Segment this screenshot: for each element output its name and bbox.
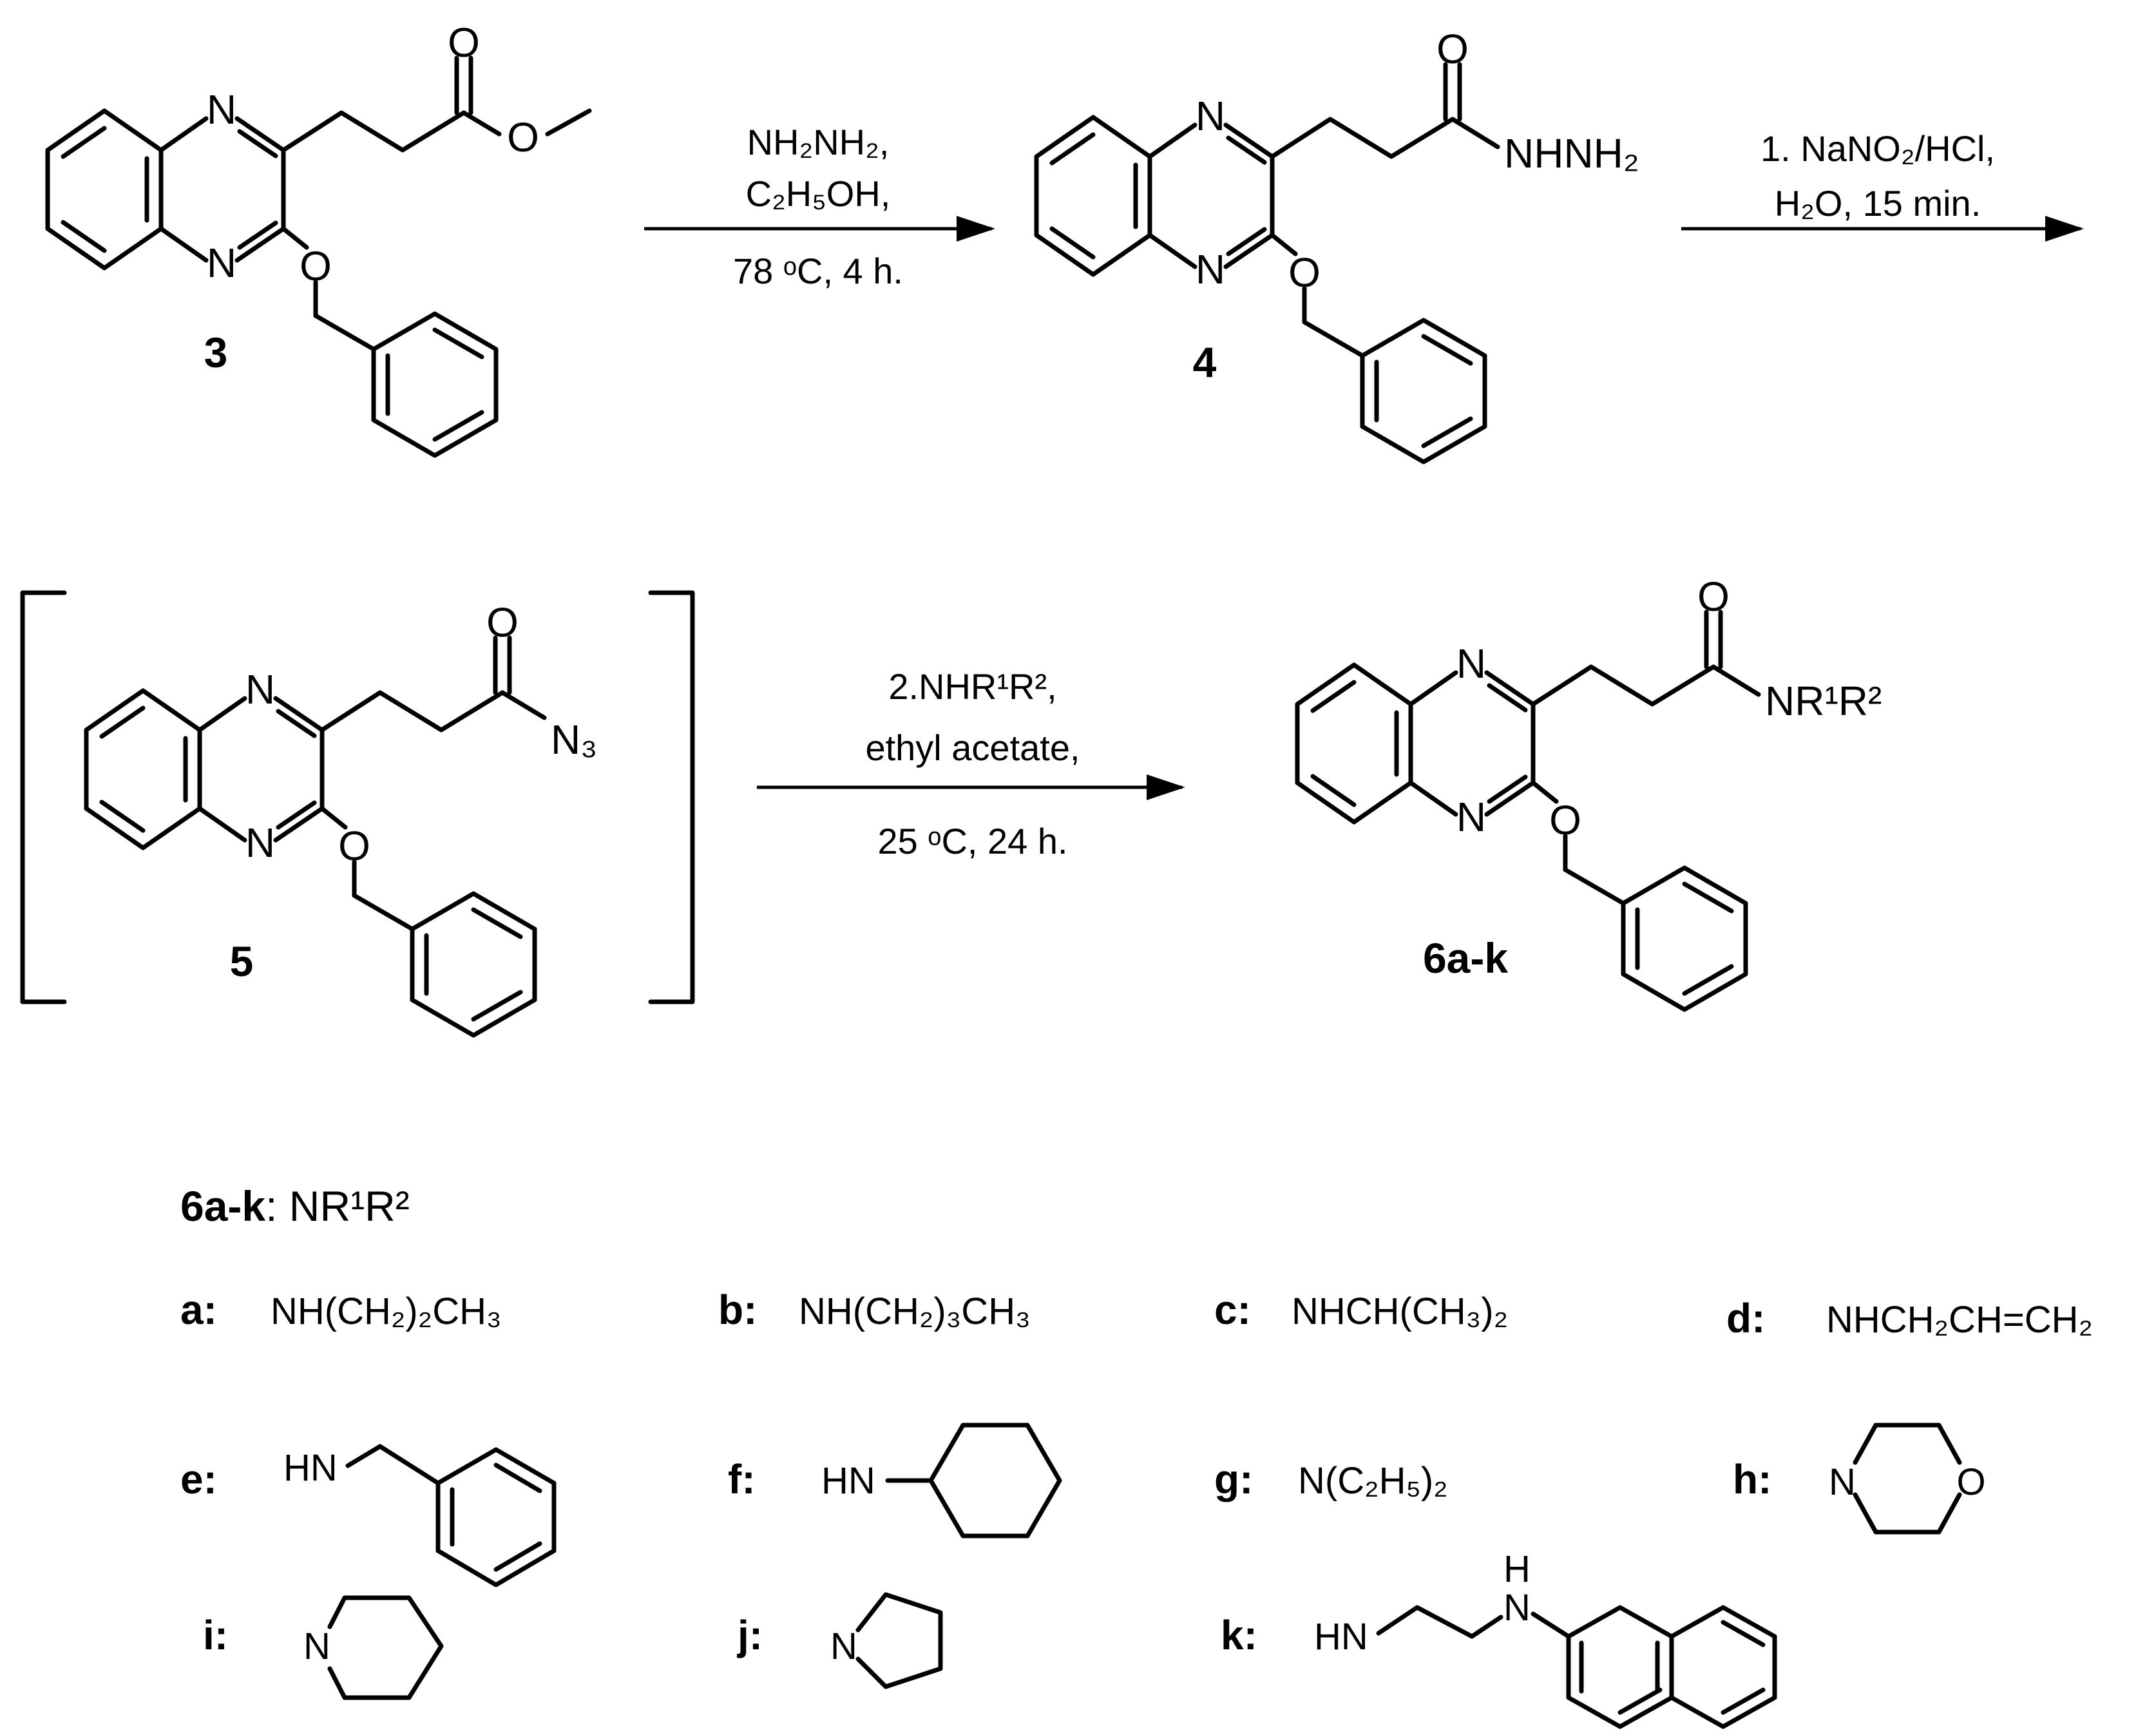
legend-formula-f: HN <box>821 1460 875 1502</box>
atom-o: O <box>448 19 480 66</box>
pyrrolidine-structure: N <box>830 1592 943 1689</box>
atom-n: N <box>207 86 236 133</box>
legend-formula-k: HN <box>1314 1616 1368 1658</box>
legend-key-e: e: <box>180 1456 217 1502</box>
compound-5-label: 5 <box>230 937 254 985</box>
atom-n: N <box>303 1625 330 1667</box>
amide-nr1r2-group: NR¹R² <box>1765 678 1882 724</box>
legend-title: 6a-k: NR¹R² <box>180 1182 410 1230</box>
atom-n: N <box>1196 93 1225 139</box>
step3-solvent: ethyl acetate, <box>865 727 1080 768</box>
left-bracket <box>20 590 67 1004</box>
step1-temperature-time: 78 ᵒC, 4 h. <box>733 251 903 291</box>
step1-reagent: NH₂NH₂, <box>747 122 890 162</box>
legend-formula-c: NHCH(CH₃)₂ <box>1292 1290 1508 1332</box>
legend-key-c: c: <box>1214 1287 1251 1333</box>
legend-key-g: g: <box>1214 1456 1253 1502</box>
step1-solvent: C₂H₅OH, <box>746 173 891 214</box>
compound-4-structure: N N O O NHNH₂ <box>1036 26 1639 462</box>
atom-o: O <box>1436 26 1469 72</box>
atom-o: O <box>1697 573 1730 620</box>
legend-key-b: b: <box>718 1287 757 1333</box>
atom-n: N <box>245 820 275 866</box>
compound-3-label: 3 <box>204 329 228 376</box>
legend-key-k: k: <box>1221 1612 1257 1658</box>
atom-o: O <box>338 823 370 869</box>
step3-amine: 2.NHR¹R², <box>888 666 1056 707</box>
compound-5-structure: N N O O N₃ <box>86 599 597 1035</box>
atom-o: O <box>300 243 332 289</box>
legend-formula-e: HN <box>283 1447 338 1489</box>
legend-formula-b: NH(CH₂)₃CH₃ <box>799 1290 1031 1332</box>
step3-temperature-time: 25 ᵒC, 24 h. <box>877 821 1067 861</box>
legend-key-h: h: <box>1733 1456 1771 1502</box>
legend-key-a: a: <box>180 1287 217 1333</box>
benzylamine-structure: HN <box>283 1444 557 1587</box>
atom-n: N <box>1456 640 1486 687</box>
legend-formula-g: N(C₂H₅)₂ <box>1298 1460 1448 1502</box>
atom-n: N <box>207 240 236 286</box>
right-bracket <box>648 590 695 1004</box>
atom-n: N <box>830 1625 857 1667</box>
compound-6-label: 6a-k <box>1423 934 1508 982</box>
atom-n: N <box>245 666 275 713</box>
piperidine-structure: N <box>303 1595 444 1700</box>
compound-3-structure: N N O O O <box>48 19 592 455</box>
atom-o: O <box>1549 797 1581 843</box>
atom-n: N <box>1196 246 1225 292</box>
atom-o: O <box>1956 1461 1985 1503</box>
legend-formula-a: NH(CH₂)₂CH₃ <box>271 1290 502 1332</box>
atom-o: O <box>486 599 519 646</box>
legend-key-f: f: <box>728 1456 756 1502</box>
atom-o: O <box>507 114 539 160</box>
step2-reagent: 1. NaNO₂/HCl, <box>1760 128 1995 169</box>
atom-n: N <box>1456 794 1486 840</box>
atom-o: O <box>1288 249 1321 296</box>
atom-n: N <box>1829 1461 1856 1503</box>
legend-key-i: i: <box>203 1612 228 1658</box>
legend-formula-d: NHCH₂CH=CH₂ <box>1826 1299 2093 1341</box>
naphthylethylenediamine-structure: HN H N <box>1314 1548 1777 1729</box>
compound-6-structure: N N O O NR¹R² <box>1297 573 1882 1010</box>
atom-h: H <box>1503 1548 1531 1590</box>
atom-n: N <box>1503 1587 1531 1629</box>
hydrazide-group: NHNH₂ <box>1504 130 1639 177</box>
step2-conditions: H₂O, 15 min. <box>1775 183 1981 224</box>
legend-key-d: d: <box>1726 1295 1765 1341</box>
morpholine-structure: N O <box>1829 1423 1986 1535</box>
cyclohexylamine-structure: HN <box>821 1423 1062 1538</box>
legend-key-j: j: <box>737 1612 763 1658</box>
compound-4-label: 4 <box>1193 338 1217 386</box>
azide-group: N₃ <box>551 716 597 763</box>
